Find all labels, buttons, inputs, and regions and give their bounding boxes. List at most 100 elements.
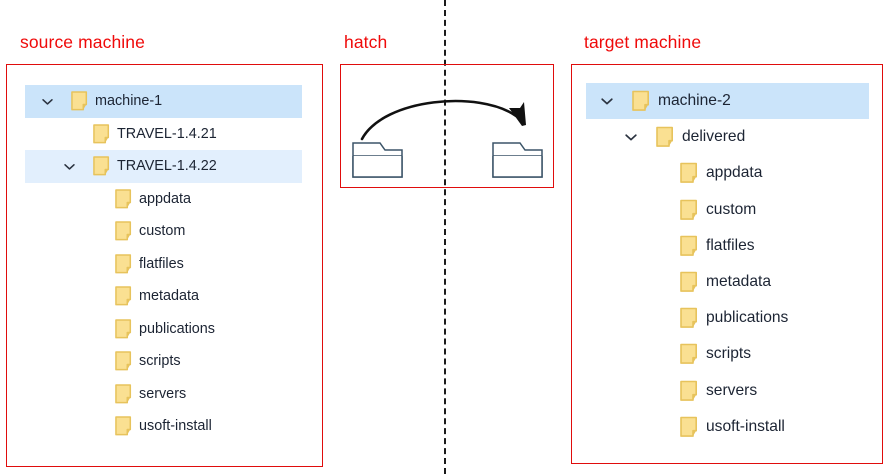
chevron-down-icon[interactable] (600, 94, 614, 108)
tree-item-label: machine-2 (658, 92, 731, 110)
tree-item-label: flatfiles (706, 236, 755, 254)
tree-item-label: usoft-install (139, 418, 212, 435)
folder-icon-wrap (680, 307, 698, 334)
tree-item-label: appdata (139, 190, 192, 207)
chevron-down-icon[interactable] (624, 130, 638, 144)
folder-icon-wrap (115, 189, 132, 214)
tree-item[interactable]: publications (572, 300, 882, 336)
target-machine-panel: machine-2 delivered appdata custom flatfiles… (571, 64, 883, 464)
target-folder-tree[interactable]: machine-2 delivered appdata custom flatfiles… (572, 65, 882, 445)
tree-item-label: scripts (139, 353, 181, 370)
tree-item-label: usoft-install (706, 417, 785, 435)
expand-toggle[interactable] (41, 95, 54, 108)
tree-item[interactable]: machine-2 (572, 83, 882, 120)
folder-icon (93, 156, 110, 176)
tree-item[interactable]: machine-1 (7, 85, 322, 118)
tree-item-label: metadata (706, 273, 772, 291)
folder-icon (680, 307, 697, 329)
folder-icon (680, 199, 697, 220)
tree-item[interactable]: usoft-install (7, 410, 322, 443)
folder-icon (632, 90, 649, 111)
folder-icon-wrap (115, 416, 132, 441)
folder-icon-wrap (115, 319, 132, 344)
folder-icon-wrap (71, 91, 88, 116)
expand-toggle[interactable] (63, 160, 76, 173)
folder-icon (680, 235, 697, 256)
tree-item[interactable]: TRAVEL-1.4.22 (7, 150, 322, 183)
folder-icon-wrap (115, 384, 132, 409)
folder-icon-wrap (680, 380, 698, 407)
tree-item-label: scripts (706, 345, 752, 363)
folder-icon-wrap (93, 124, 110, 149)
hatch-panel (340, 64, 554, 188)
tree-item-label: servers (139, 385, 187, 402)
folder-icon-wrap (93, 156, 110, 181)
folder-icon-wrap (656, 126, 674, 153)
tree-item-label: publications (139, 320, 216, 337)
tree-item-label: servers (706, 381, 758, 399)
tree-item[interactable]: flatfiles (572, 228, 882, 264)
expand-toggle[interactable] (600, 94, 614, 108)
caption-hatch: hatch (344, 32, 388, 52)
folder-icon (656, 126, 673, 148)
expand-toggle[interactable] (624, 130, 638, 144)
tree-item-label: custom (139, 223, 186, 240)
chevron-down-icon[interactable] (41, 95, 54, 108)
tree-item[interactable]: scripts (7, 345, 322, 378)
folder-icon-wrap (115, 351, 132, 376)
tree-item-label: appdata (706, 164, 763, 182)
tree-item[interactable]: servers (572, 373, 882, 409)
folder-icon-wrap (115, 221, 132, 246)
caption-target-machine: target machine (584, 32, 702, 52)
tree-item[interactable]: appdata (7, 183, 322, 216)
tree-item[interactable]: scripts (572, 336, 882, 372)
tree-item-label: TRAVEL-1.4.22 (117, 158, 217, 175)
tree-item-label: publications (706, 309, 789, 327)
tree-item[interactable]: usoft-install (572, 409, 882, 445)
caption-source-machine: source machine (20, 32, 145, 52)
folder-icon (680, 271, 697, 292)
tree-item[interactable]: metadata (7, 280, 322, 313)
folder-icon-wrap (115, 254, 132, 279)
tree-item[interactable]: servers (7, 378, 322, 411)
tree-item-label: custom (706, 200, 757, 218)
folder-icon (680, 344, 697, 365)
folder-icon (680, 416, 697, 437)
folder-icon-wrap (680, 199, 698, 226)
folder-icon (115, 384, 132, 404)
folder-icon-wrap (680, 235, 698, 262)
tree-item[interactable]: custom (7, 215, 322, 248)
tree-item[interactable]: custom (572, 192, 882, 228)
tree-item[interactable]: TRAVEL-1.4.21 (7, 118, 322, 151)
folder-icon (115, 254, 132, 274)
tree-item-label: machine-1 (95, 93, 163, 110)
chevron-down-icon[interactable] (63, 160, 76, 173)
folder-icon (115, 319, 132, 339)
tree-item[interactable]: metadata (572, 264, 882, 300)
folder-icon (115, 286, 132, 306)
folder-icon (115, 189, 132, 209)
tree-item[interactable]: flatfiles (7, 248, 322, 281)
folder-icon-wrap (680, 271, 698, 298)
folder-icon-wrap (680, 162, 698, 189)
selection-highlight (25, 85, 302, 118)
tree-item[interactable]: publications (7, 313, 322, 346)
folder-icon (71, 91, 88, 111)
folder-icon (93, 124, 110, 144)
folder-icon (115, 416, 132, 436)
tree-item-label: TRAVEL-1.4.21 (117, 125, 217, 142)
tree-item-label: flatfiles (139, 255, 184, 272)
tree-item-label: metadata (139, 288, 200, 305)
folder-icon (680, 163, 697, 184)
folder-icon (115, 351, 132, 371)
vertical-dashed-divider (444, 0, 446, 474)
folder-icon-wrap (115, 286, 132, 311)
tree-item[interactable]: appdata (572, 155, 882, 191)
folder-icon-wrap (680, 343, 698, 370)
folder-icon-wrap (632, 90, 650, 117)
tree-item[interactable]: delivered (572, 119, 882, 155)
folder-icon (115, 221, 132, 241)
